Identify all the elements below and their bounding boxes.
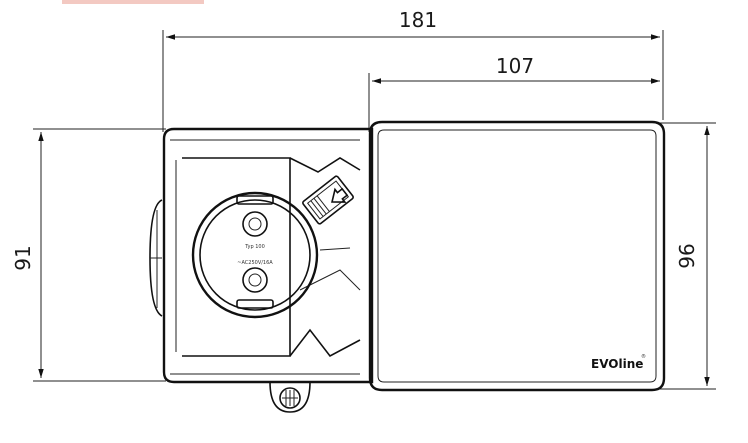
arrow-icon bbox=[331, 187, 349, 203]
device-body bbox=[149, 127, 374, 413]
dimension-lid-height-text: 96 bbox=[675, 243, 699, 268]
dimension-total-width-text: 181 bbox=[399, 8, 437, 32]
brand-registered-mark: ® bbox=[641, 353, 646, 360]
dimension-total-width: 181 bbox=[162, 8, 664, 132]
dimension-body-height: 91 bbox=[11, 128, 166, 382]
lid-latch[interactable] bbox=[302, 175, 354, 225]
top-edge-mark bbox=[62, 0, 204, 4]
socket-rating-label: ~AC250V/16A bbox=[237, 260, 273, 266]
dimension-lid-width: 107 bbox=[368, 54, 664, 132]
lid-cover[interactable]: EVOline ® bbox=[368, 120, 666, 392]
pin-hole-bottom-icon bbox=[242, 267, 268, 293]
dimension-body-height-text: 91 bbox=[11, 245, 35, 270]
socket-outlet: Typ 100 ~AC250V/16A bbox=[191, 191, 319, 319]
socket-type-label: Typ 100 bbox=[244, 244, 265, 250]
pin-hole-top-icon bbox=[242, 211, 268, 237]
dimension-lid-width-text: 107 bbox=[496, 54, 534, 78]
brand-logo-text: EVOline bbox=[591, 357, 643, 371]
dimension-lid-height: 96 bbox=[656, 122, 716, 390]
